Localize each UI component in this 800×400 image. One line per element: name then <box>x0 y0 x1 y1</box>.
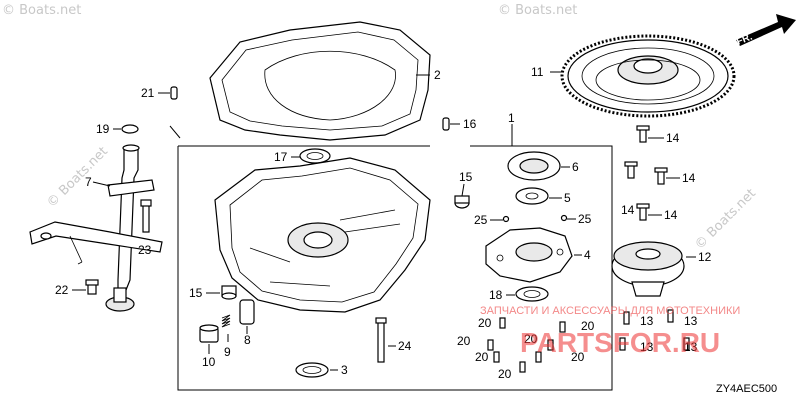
label-part-24[interactable]: 24 <box>398 339 412 353</box>
front-direction-arrow: FR. <box>735 14 796 48</box>
label-part-22[interactable]: 22 <box>55 283 69 297</box>
label-part-20-e[interactable]: 20 <box>475 350 489 364</box>
label-part-14-d[interactable]: 14 <box>664 208 678 222</box>
o-ring-part-19 <box>121 124 139 134</box>
label-part-19[interactable]: 19 <box>96 122 110 136</box>
label-part-18[interactable]: 18 <box>489 288 503 302</box>
plug-part-15-upper <box>454 195 470 209</box>
gasket-part-2 <box>209 21 431 141</box>
assembly-bracket <box>177 145 613 391</box>
label-part-23[interactable]: 23 <box>138 243 152 257</box>
label-part-5[interactable]: 5 <box>564 191 571 205</box>
bolt-part-23 <box>140 199 152 233</box>
diagram-code: ZY4AEC500 <box>716 383 777 395</box>
clutch-case-housing <box>214 157 431 313</box>
pump-body-part-4 <box>485 227 573 283</box>
label-part-11[interactable]: 11 <box>531 65 544 79</box>
hub-part-12 <box>611 241 685 297</box>
bolt-part-24 <box>375 317 387 363</box>
oil-seal-part-18 <box>515 286 549 302</box>
inner-rotor-part-5 <box>515 187 549 205</box>
label-part-13-b[interactable]: 13 <box>684 314 698 328</box>
plug-part-10 <box>199 324 219 343</box>
label-part-7[interactable]: 7 <box>85 175 92 189</box>
label-part-6[interactable]: 6 <box>572 160 579 174</box>
label-part-10[interactable]: 10 <box>202 355 216 369</box>
oil-seal-part-17 <box>299 148 331 164</box>
label-part-25-right[interactable]: 25 <box>578 212 592 226</box>
oil-seal-part-3 <box>295 362 329 378</box>
bolts-part-13 <box>619 309 690 351</box>
bolt-part-22 <box>85 279 99 295</box>
label-part-20-f[interactable]: 20 <box>571 350 585 364</box>
watermark-boats-net: © Boats.net <box>498 3 577 18</box>
flywheel-part-11 <box>560 34 736 118</box>
watermark-shop-ru: ЗАПЧАСТИ И АКСЕССУАРЫ ДЛЯ МОТОТЕХНИКИ <box>480 305 740 317</box>
pin-part-25-right <box>560 214 568 222</box>
bolts-part-14 <box>624 125 668 221</box>
label-part-20-d[interactable]: 20 <box>524 332 538 346</box>
watermark-boats-net: © Boats.net <box>2 3 81 18</box>
label-part-16[interactable]: 16 <box>463 117 477 131</box>
label-part-13-a[interactable]: 13 <box>640 314 654 328</box>
label-part-20-c[interactable]: 20 <box>457 334 471 348</box>
outer-rotor-part-6 <box>507 151 561 181</box>
dowel-part-16 <box>442 117 450 131</box>
pin-part-25-left <box>502 215 510 223</box>
oil-gauge-tube-part-7 <box>105 144 155 312</box>
screws-part-20 <box>487 317 566 373</box>
label-part-15-lower[interactable]: 15 <box>189 286 203 300</box>
label-part-15-upper[interactable]: 15 <box>459 170 473 184</box>
label-part-9[interactable]: 9 <box>224 345 231 359</box>
valve-part-8 <box>239 299 255 325</box>
label-part-13-d[interactable]: 13 <box>684 340 698 354</box>
dowel-pin-part-21 <box>170 86 178 100</box>
label-part-20-a[interactable]: 20 <box>478 316 492 330</box>
label-part-25-left[interactable]: 25 <box>474 213 488 227</box>
label-part-20-g[interactable]: 20 <box>498 367 512 381</box>
label-part-4[interactable]: 4 <box>584 248 591 262</box>
label-part-13-c[interactable]: 13 <box>640 340 654 354</box>
watermark-boats-net: © Boats.net <box>44 144 111 211</box>
label-part-14-c[interactable]: 14 <box>621 203 635 217</box>
spring-part-9 <box>221 314 231 328</box>
plug-part-15-lower <box>221 285 237 300</box>
label-part-17[interactable]: 17 <box>274 150 288 164</box>
label-part-14-b[interactable]: 14 <box>682 171 696 185</box>
label-part-3[interactable]: 3 <box>341 363 348 377</box>
label-part-20-b[interactable]: 20 <box>581 319 595 333</box>
watermark-partsfor-ru: PARTSFOR.RU <box>520 327 720 358</box>
label-part-8[interactable]: 8 <box>244 333 251 347</box>
gauge-bracket <box>29 221 163 265</box>
label-part-21[interactable]: 21 <box>141 86 155 100</box>
label-part-2[interactable]: 2 <box>434 68 441 82</box>
label-part-12[interactable]: 12 <box>698 250 712 264</box>
label-part-1[interactable]: 1 <box>508 111 515 125</box>
label-part-14-a[interactable]: 14 <box>666 131 680 145</box>
watermark-boats-net: © Boats.net <box>692 186 759 253</box>
